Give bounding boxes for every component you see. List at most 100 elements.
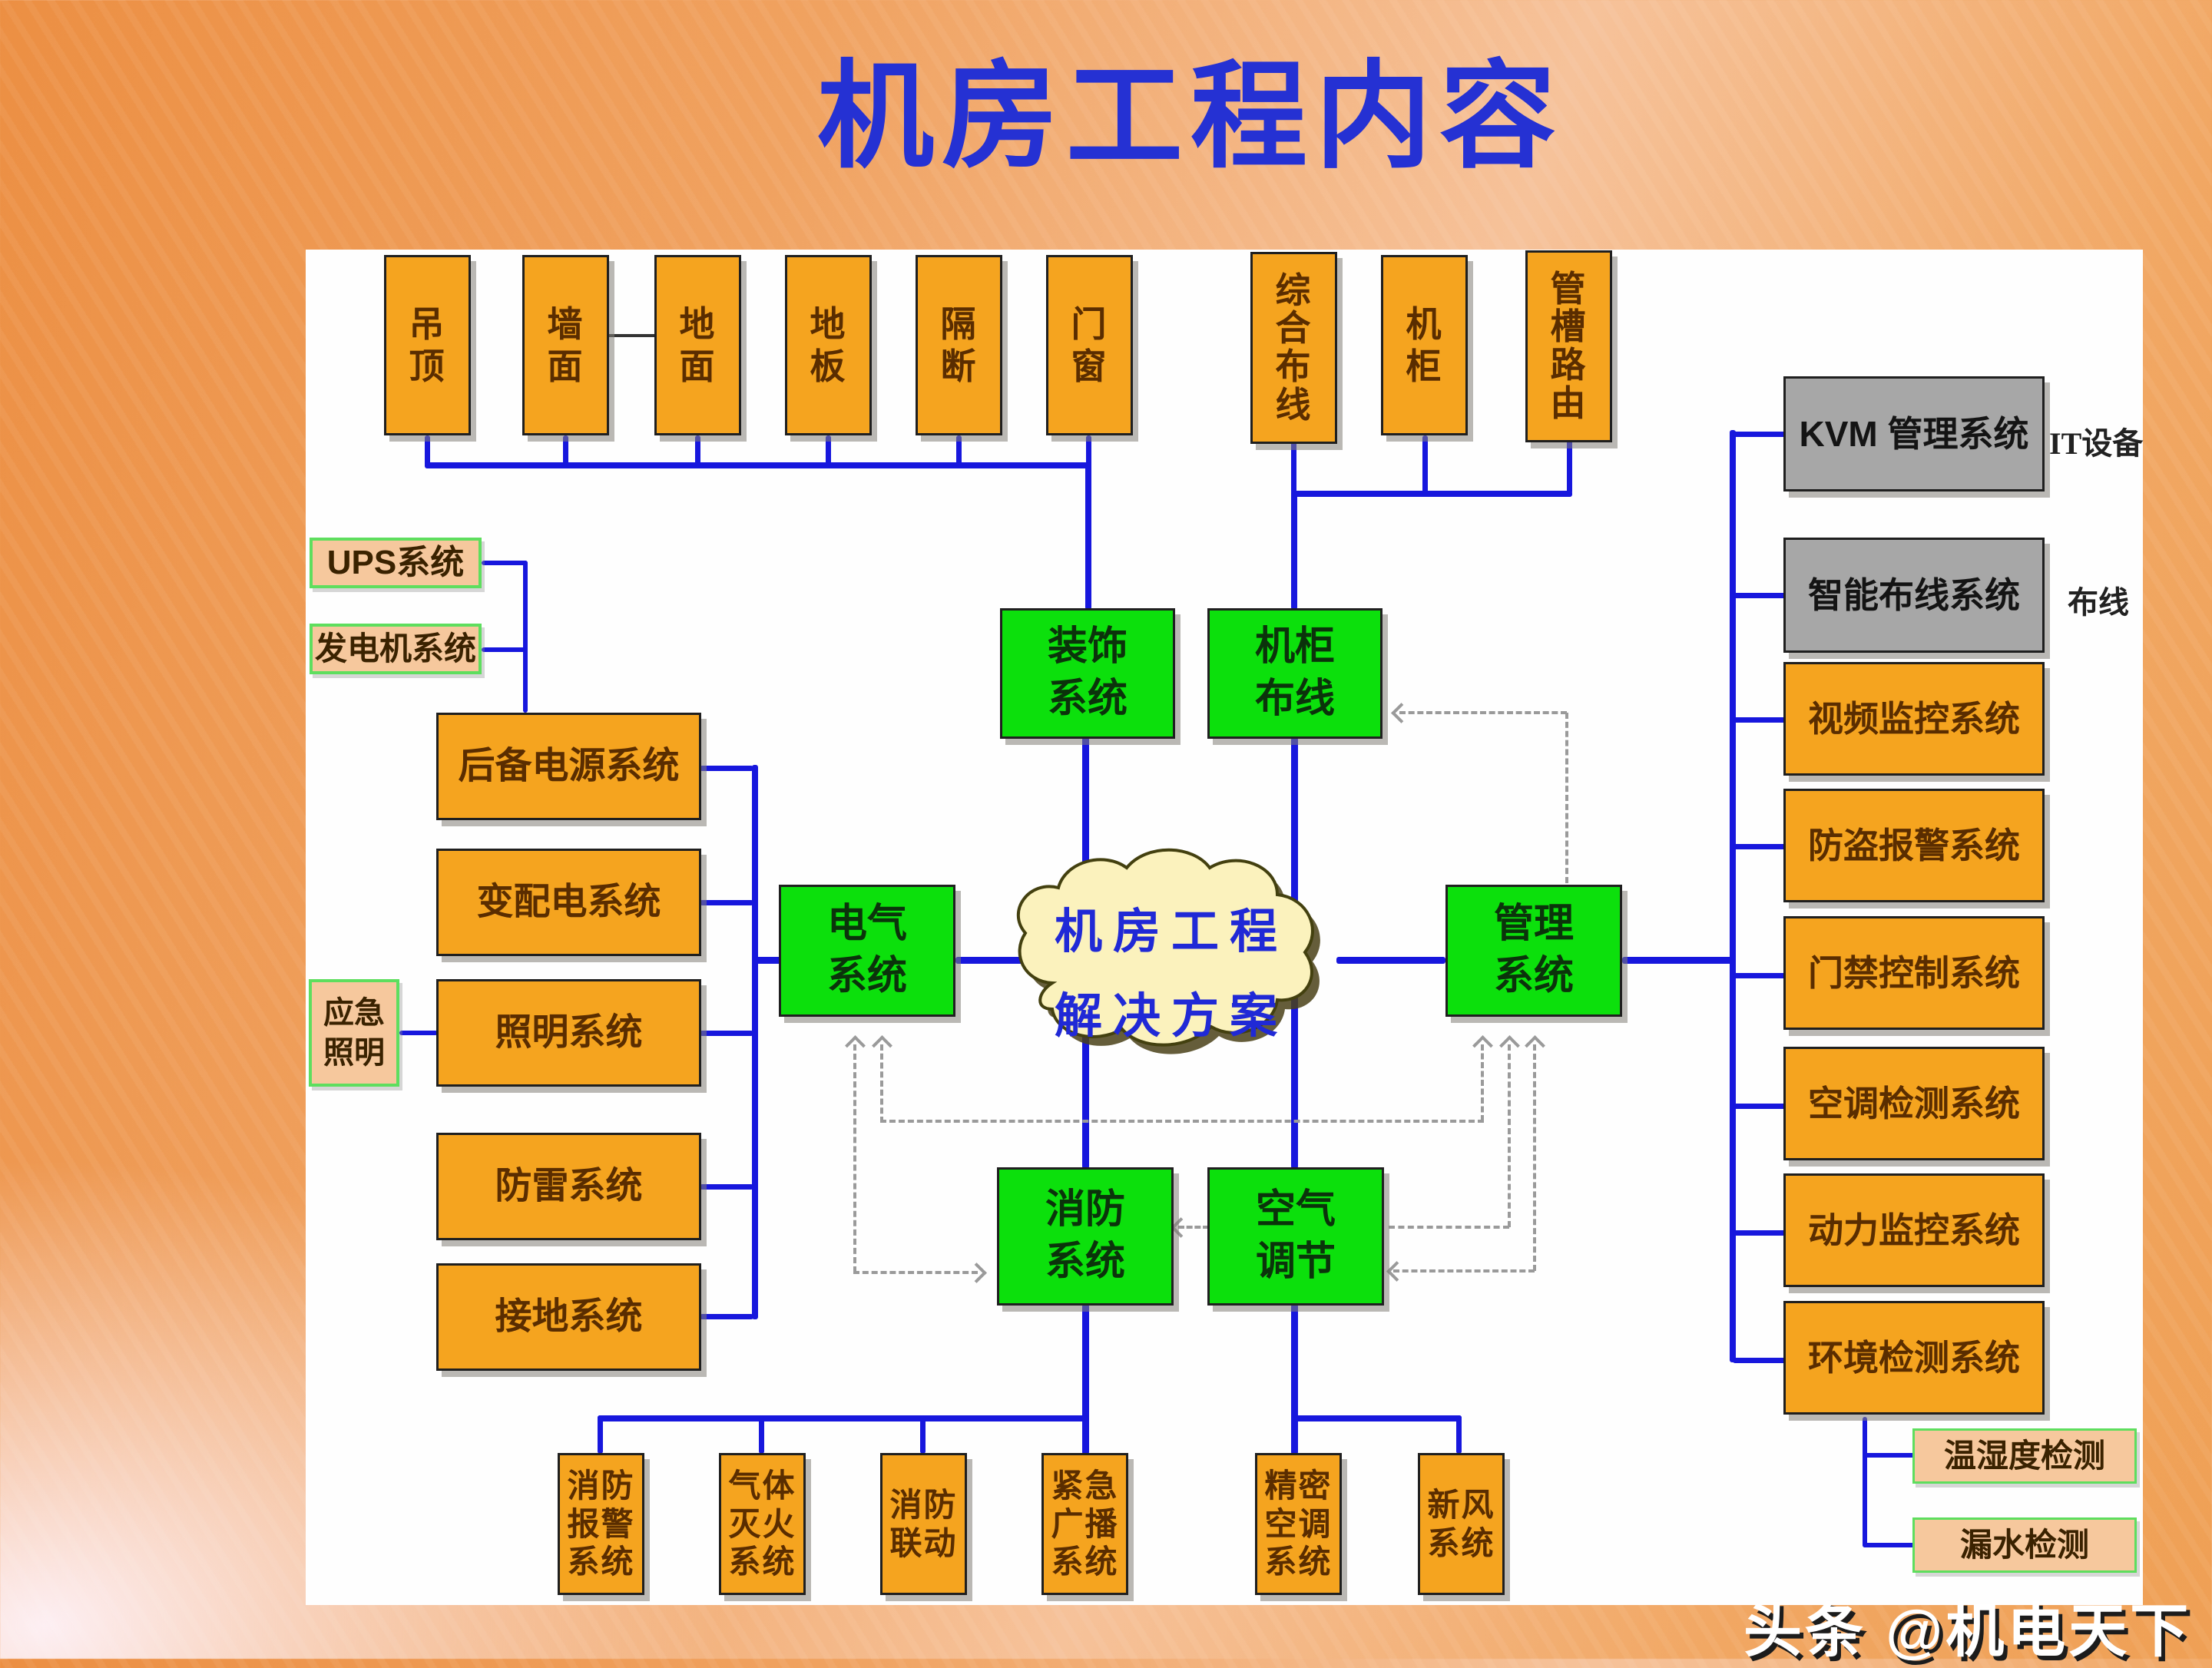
connector-line [826,435,831,466]
main-line [754,957,781,964]
node-ceiling: 吊 顶 [384,255,471,435]
connector-line [563,435,568,466]
connector-line [1863,1417,1867,1547]
connector-line [1733,844,1786,849]
connector-line [956,435,962,466]
dashed-line [1481,1044,1484,1121]
connector-line [598,1415,603,1454]
connector-line [700,1184,753,1190]
node-kvm-management: KVM 管理系统 [1783,376,2045,491]
connector-line [695,435,700,466]
node-electrical-system: 电气 系统 [779,885,955,1017]
dashed-line [1178,1226,1209,1229]
connector-line [700,1031,753,1036]
annotation-cabling: 布线 [2068,585,2129,620]
dashed-line [1389,1226,1509,1229]
node-environment-monitoring: 环境检测系统 [1783,1301,2045,1415]
node-ground-surface: 地 面 [654,255,741,435]
connector-line [1863,1453,1915,1458]
node-intelligent-cabling: 智能布线系统 [1783,538,2045,653]
solution-cloud: 机房工程 解决方案 [987,829,1356,1083]
node-precision-ac: 精密 空调 系统 [1255,1453,1342,1595]
node-emergency-lighting: 应急 照明 [309,979,399,1087]
node-decoration-system: 装饰 系统 [1000,608,1175,739]
node-water-leak-detect: 漏水检测 [1912,1517,2137,1573]
page-title: 机房工程内容 [817,51,1564,182]
connector-line [482,561,528,565]
node-air-conditioning: 空气 调节 [1207,1167,1384,1306]
node-management-system: 管理 系统 [1445,885,1622,1017]
main-line [955,957,1025,964]
connector-line [608,334,656,337]
node-integrated-cabling: 综 合 布 线 [1250,252,1337,444]
dashed-line [853,1044,856,1273]
connector-bus [1291,491,1572,497]
node-duct-routing: 管 槽 路 由 [1525,250,1612,442]
connector-line [482,647,528,652]
main-line [1082,1304,1089,1455]
connector-line [1733,717,1786,723]
connector-line [700,766,753,771]
node-backup-power: 后备电源系统 [436,713,701,820]
node-lighting-system: 照明系统 [436,979,701,1087]
node-power-monitoring: 动力监控系统 [1783,1173,2045,1287]
node-cabinet: 机 柜 [1381,255,1468,435]
node-temp-humidity-detect: 温湿度检测 [1912,1428,2137,1484]
node-ac-monitoring: 空调检测系统 [1783,1047,2045,1160]
node-fire-system: 消防 系统 [997,1167,1174,1306]
node-fire-alarm: 消防 报警 系统 [558,1453,644,1595]
node-emergency-broadcast: 紧急 广播 系统 [1041,1453,1128,1595]
connector-bus [598,1415,1088,1421]
connector-line [1733,593,1786,598]
node-grounding-system: 接地系统 [436,1263,701,1371]
node-lightning-protection: 防雷系统 [436,1133,701,1240]
dashed-line [880,1120,1484,1123]
connector-line [1291,491,1297,610]
connector-line [1085,462,1091,610]
node-fire-linkage: 消防 联动 [880,1453,967,1595]
connector-line [1733,973,1786,978]
dashed-line [880,1044,883,1123]
connector-line [1733,1104,1786,1109]
node-burglar-alarm: 防盗报警系统 [1783,789,2045,902]
connector-line [399,1031,438,1035]
node-partition: 隔 断 [916,255,1002,435]
connector-line [1422,435,1428,494]
dashed-line [1508,1044,1511,1227]
connector-line [1291,442,1296,494]
node-fresh-air: 新风 系统 [1418,1453,1505,1595]
cloud-text-line2: 解决方案 [1054,990,1288,1043]
connector-line [700,900,753,905]
watermark: 头条 @机电天下 [1743,1599,2192,1664]
connector-line [1567,439,1572,494]
connector-bus [425,462,1091,468]
node-raised-floor: 地 板 [785,255,872,435]
main-line [1622,957,1736,964]
node-wall-surface: 墙 面 [522,255,609,435]
node-power-distribution: 变配电系统 [436,849,701,956]
connector-line [1086,435,1091,466]
annotation-it-equipment: IT设备 [2049,426,2144,461]
connector-bus [1294,1415,1462,1421]
connector-line [1733,1358,1786,1363]
node-access-control: 门禁控制系统 [1783,916,2045,1030]
dashed-line [1399,711,1567,714]
connector-line [523,561,528,713]
connector-bus [1730,430,1736,1362]
connector-line [759,1415,764,1454]
cloud-text-line1: 机房工程 [1054,905,1288,958]
dashed-line [853,1271,978,1274]
node-video-surveillance: 视频监控系统 [1783,662,2045,776]
node-gas-extinguishing: 气体 灭火 系统 [719,1453,806,1595]
connector-line [1733,432,1786,437]
node-generator-system: 发电机系统 [310,624,482,674]
connector-line [425,435,430,466]
node-ups-system: UPS系统 [310,538,482,588]
main-line [1336,957,1445,964]
node-doors-windows: 门 窗 [1046,255,1133,435]
connector-line [1456,1415,1462,1454]
node-cabinet-wiring: 机柜 布线 [1207,608,1382,739]
connector-bus [752,765,758,1319]
connector-line [1863,1543,1915,1547]
connector-line [700,1314,753,1319]
